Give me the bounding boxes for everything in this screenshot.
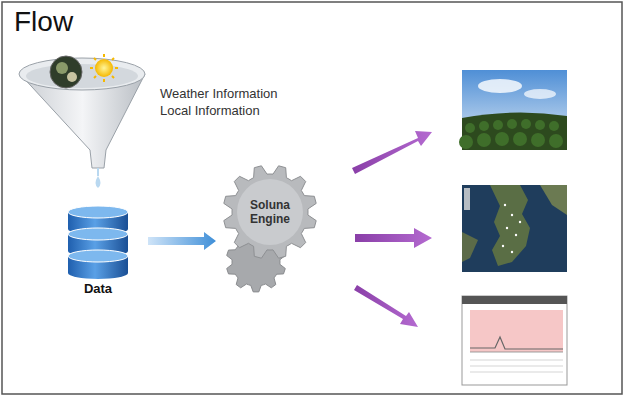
engine-gear: Soluna Engine [222, 164, 318, 260]
node-text: Soluna Engine [240, 198, 300, 226]
source-label: Local Information [160, 103, 260, 118]
node-text: Data [62, 281, 134, 296]
source-label: Weather Information [160, 86, 278, 101]
flow-arrow [148, 232, 216, 250]
database-cylinder: Data [62, 205, 134, 301]
slide-title: Flow [14, 6, 73, 38]
